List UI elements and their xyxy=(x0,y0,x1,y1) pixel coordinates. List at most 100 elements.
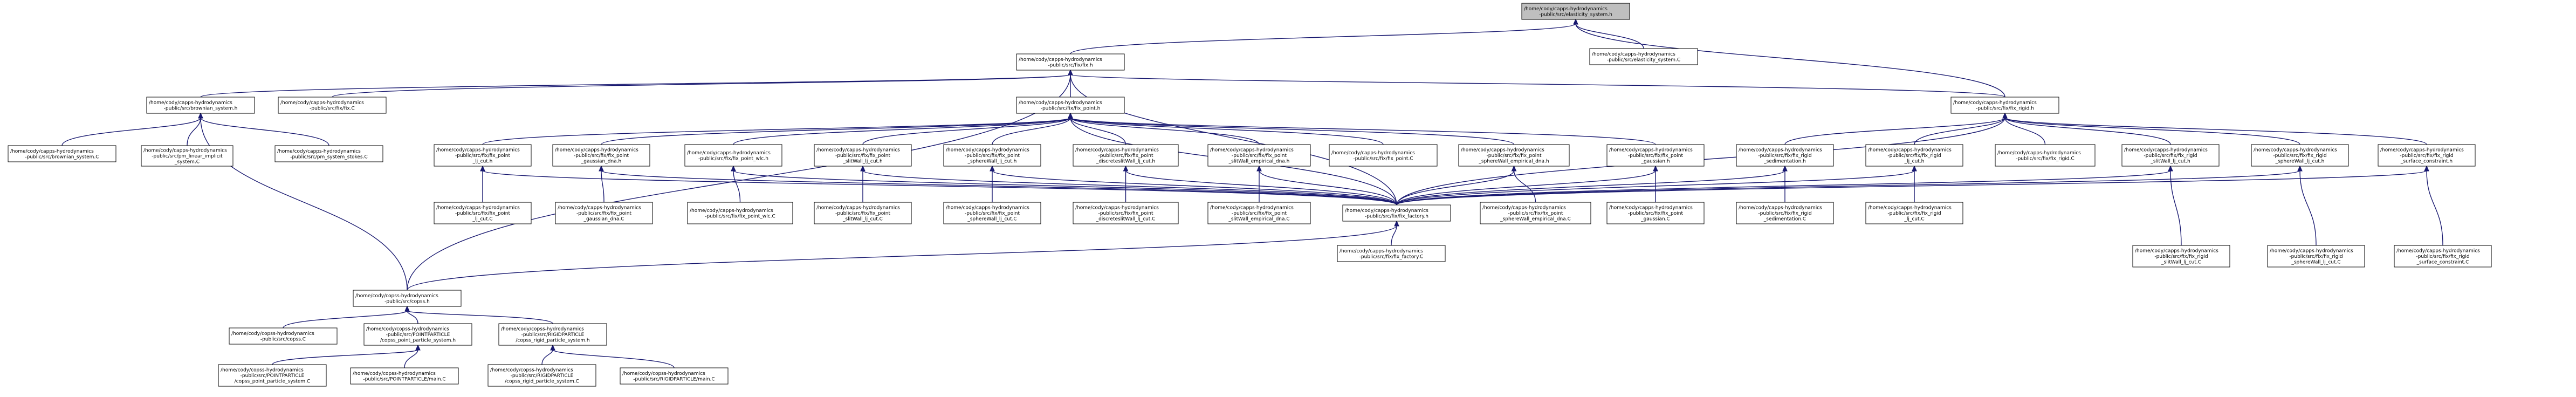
node-elasticity-h[interactable]: /home/cody/capps-hydrodynamics-public/sr… xyxy=(1521,3,1630,20)
node-rigid-main-C[interactable]: /home/cody/copss-hydrodynamics-public/sr… xyxy=(620,367,729,385)
node-elasticity-C[interactable]: /home/cody/capps-hydrodynamics-public/sr… xyxy=(1589,48,1698,65)
edge-fix_rigid_h-fr_lj_cut_h xyxy=(1914,117,2005,145)
node-fix-rigid-h[interactable]: /home/cody/capps-hydrodynamics-public/sr… xyxy=(1950,97,2059,114)
node-fr-sed-h[interactable]: /home/cody/capps-hydrodynamics-public/sr… xyxy=(1736,144,1834,167)
node-box xyxy=(1207,202,1311,224)
node-pm-stokes-C[interactable]: /home/cody/capps-hydrodynamics-public/sr… xyxy=(274,145,383,162)
edge-fr_slit_h-fix_factory_h xyxy=(1396,170,2171,206)
node-label-line: /home/cody/copss-hydrodynamics xyxy=(221,368,304,373)
edge-fp_disc_h-fix_factory_h xyxy=(1125,170,1397,206)
node-fr-surf-C[interactable]: /home/cody/capps-hydrodynamics-public/sr… xyxy=(2394,245,2492,268)
node-box xyxy=(146,97,255,114)
node-fr-C[interactable]: /home/cody/capps-hydrodynamics-public/sr… xyxy=(1995,144,2096,167)
node-label-line: /copss_rigid_particle_system.h xyxy=(516,338,589,344)
node-label-line: /home/cody/capps-hydrodynamics xyxy=(558,206,641,211)
node-label-line: /home/cody/capps-hydrodynamics xyxy=(1075,148,1159,153)
node-label-line: -public/src/fix/fix_point xyxy=(1508,211,1563,216)
node-fr-lj-cut-C[interactable]: /home/cody/capps-hydrodynamics-public/sr… xyxy=(1865,202,1963,224)
node-fp-wlc-C[interactable]: /home/cody/capps-hydrodynamics-public/sr… xyxy=(687,202,793,224)
node-label-line: /home/cody/capps-hydrodynamics xyxy=(816,148,900,153)
node-label-line: /home/cody/capps-hydrodynamics xyxy=(1868,148,1952,153)
node-fp-C[interactable]: /home/cody/capps-hydrodynamics-public/sr… xyxy=(1329,144,1438,167)
node-fp-slitwall-C[interactable]: /home/cody/capps-hydrodynamics-public/sr… xyxy=(814,202,912,224)
node-fix-factory-C[interactable]: /home/cody/capps-hydrodynamics-public/sr… xyxy=(1337,245,1446,262)
node-fix-C[interactable]: /home/cody/capps-hydrodynamics-public/sr… xyxy=(278,97,387,114)
node-fr-sphere-C[interactable]: /home/cody/capps-hydrodynamics-public/sr… xyxy=(2267,245,2365,268)
node-fp-gauss-dna-C[interactable]: /home/cody/capps-hydrodynamics-public/sr… xyxy=(555,202,653,224)
node-label-line: -public/src/fix/fix_factory.h xyxy=(1365,214,1428,219)
node-point-main-C[interactable]: /home/cody/copss-hydrodynamics-public/sr… xyxy=(350,367,459,385)
node-fp-slitwall-h[interactable]: /home/cody/capps-hydrodynamics-public/sr… xyxy=(814,144,912,167)
edges-layer xyxy=(61,18,2443,368)
node-label-line: /home/cody/capps-hydrodynamics xyxy=(1592,52,1675,57)
edge-fix_factory_h-copss_h xyxy=(407,225,1397,291)
edge-fp_sphere_emp_h-fix_factory_h xyxy=(1396,170,1515,206)
node-brownian-h[interactable]: /home/cody/capps-hydrodynamics-public/sr… xyxy=(146,97,255,114)
node-label-line: -public/src/fix/fix_rigid.h xyxy=(1976,106,2034,111)
node-label-line: /home/cody/capps-hydrodynamics xyxy=(1461,148,1544,153)
node-fix-h[interactable]: /home/cody/capps-hydrodynamics-public/sr… xyxy=(1016,53,1125,71)
edge-fix_rigid_h-fr_slit_h xyxy=(2004,117,2171,145)
node-fp-spherewall-h[interactable]: /home/cody/capps-hydrodynamics-public/sr… xyxy=(943,144,1041,167)
node-fr-slit-h[interactable]: /home/cody/capps-hydrodynamics-public/sr… xyxy=(2121,144,2220,167)
node-label-line: -public/src/POINTPARTICLE xyxy=(386,332,450,338)
edge-fp_gauss_h-fix_factory_h xyxy=(1396,170,1656,206)
node-pm-linear-C[interactable]: /home/cody/capps-hydrodynamics-public/sr… xyxy=(141,145,233,167)
node-label-line: /home/cody/capps-hydrodynamics xyxy=(1210,148,1294,153)
edge-copss_rigid_h-rigid_main_C xyxy=(552,349,675,368)
node-fr-slit-C[interactable]: /home/cody/capps-hydrodynamics-public/sr… xyxy=(2132,245,2230,268)
node-label-line: -public/src/brownian_system.C xyxy=(25,154,99,160)
node-fix-point-h[interactable]: /home/cody/capps-hydrodynamics-public/sr… xyxy=(1016,97,1125,114)
node-fp-lj-cut-h[interactable]: /home/cody/capps-hydrodynamics-public/sr… xyxy=(434,144,532,167)
node-label-line: /home/cody/capps-hydrodynamics xyxy=(1339,249,1423,254)
node-fp-disc-h[interactable]: /home/cody/capps-hydrodynamics-public/sr… xyxy=(1073,144,1179,167)
node-fp-slit-emp-h[interactable]: /home/cody/capps-hydrodynamics-public/sr… xyxy=(1207,144,1311,167)
node-label-line: -public/src/RIGIDPARTICLE xyxy=(511,373,574,379)
node-copss-h[interactable]: /home/cody/copss-hydrodynamics-public/sr… xyxy=(353,290,462,307)
node-fp-wlc-h[interactable]: /home/cody/capps-hydrodynamics-public/sr… xyxy=(684,144,782,167)
edge-fix_rigid_h-fr_surf_h xyxy=(2004,117,2427,145)
node-fp-sphere-emp-C[interactable]: /home/cody/capps-hydrodynamics-public/sr… xyxy=(1480,202,1591,224)
node-fp-slit-emp-C[interactable]: /home/cody/capps-hydrodynamics-public/sr… xyxy=(1207,202,1311,224)
node-label-line: -public/src/fix/fix_point xyxy=(835,211,890,216)
node-box xyxy=(434,202,532,224)
node-copss-point-C[interactable]: /home/cody/copss-hydrodynamics-public/sr… xyxy=(218,364,327,387)
node-fp-lj-cut-C[interactable]: /home/cody/capps-hydrodynamics-public/sr… xyxy=(434,202,532,224)
node-fr-surf-h[interactable]: /home/cody/capps-hydrodynamics-public/sr… xyxy=(2378,144,2476,167)
node-copss-C[interactable]: /home/cody/copss-hydrodynamics-public/sr… xyxy=(229,327,338,345)
node-fix-factory-h[interactable]: /home/cody/capps-hydrodynamics-public/sr… xyxy=(1342,204,1451,222)
node-label-line: /home/cody/capps-hydrodynamics xyxy=(2124,148,2208,153)
node-box xyxy=(2132,245,2230,268)
node-brownian-C[interactable]: /home/cody/capps-hydrodynamics-public/sr… xyxy=(8,145,116,162)
edge-arrow-fr_sed_h-fix_factory_h xyxy=(1782,165,1788,172)
node-fr-lj-cut-h[interactable]: /home/cody/capps-hydrodynamics-public/sr… xyxy=(1865,144,1963,167)
node-copss-rigid-C[interactable]: /home/cody/copss-hydrodynamics-public/sr… xyxy=(487,364,596,387)
node-label-line: -public/src/fix/fix_factory.C xyxy=(1359,254,1424,259)
node-label-line: -public/src/fix/fix.h xyxy=(1048,63,1093,68)
node-box xyxy=(434,144,532,167)
node-copss-rigid-h[interactable]: /home/cody/copss-hydrodynamics-public/sr… xyxy=(498,323,607,346)
edge-copss_point_h-point_main_C xyxy=(404,349,418,368)
node-fp-gauss-C[interactable]: /home/cody/capps-hydrodynamics-public/sr… xyxy=(1606,202,1705,224)
node-label-line: /home/cody/copss-hydrodynamics xyxy=(501,327,584,332)
node-label-line: /home/cody/capps-hydrodynamics xyxy=(2254,148,2337,153)
node-fp-gauss-h[interactable]: /home/cody/capps-hydrodynamics-public/sr… xyxy=(1606,144,1705,167)
node-fp-disc-C[interactable]: /home/cody/capps-hydrodynamics-public/sr… xyxy=(1073,202,1179,224)
node-box xyxy=(274,145,383,162)
node-fp-gauss-dna-h[interactable]: /home/cody/capps-hydrodynamics-public/sr… xyxy=(552,144,650,167)
node-fp-sphere-emp-h[interactable]: /home/cody/capps-hydrodynamics-public/sr… xyxy=(1458,144,1570,167)
edge-fr_sed_h-fix_factory_h xyxy=(1396,170,1785,206)
node-label-line: -public/src/fix/fix_point xyxy=(1486,153,1541,159)
node-label-line: /home/cody/capps-hydrodynamics xyxy=(143,148,227,154)
edge-arrow-fr_surf_h-fix_factory_h xyxy=(2424,165,2429,172)
node-label-line: /home/cody/capps-hydrodynamics xyxy=(1739,206,1822,211)
edge-fr_sphere_h-fix_factory_h xyxy=(1396,170,2300,206)
node-fp-spherewall-C[interactable]: /home/cody/capps-hydrodynamics-public/sr… xyxy=(943,202,1041,224)
node-fr-sed-C[interactable]: /home/cody/capps-hydrodynamics-public/sr… xyxy=(1736,202,1834,224)
node-label-line: /home/cody/capps-hydrodynamics xyxy=(1210,206,1294,211)
edge-fix_h-brownian_h xyxy=(200,74,1071,98)
node-label-line: -public/src/fix/fix_point_wlc.h xyxy=(698,156,768,161)
node-fr-sphere-h[interactable]: /home/cody/capps-hydrodynamics-public/sr… xyxy=(2251,144,2349,167)
node-copss-point-h[interactable]: /home/cody/copss-hydrodynamics-public/sr… xyxy=(363,323,472,346)
